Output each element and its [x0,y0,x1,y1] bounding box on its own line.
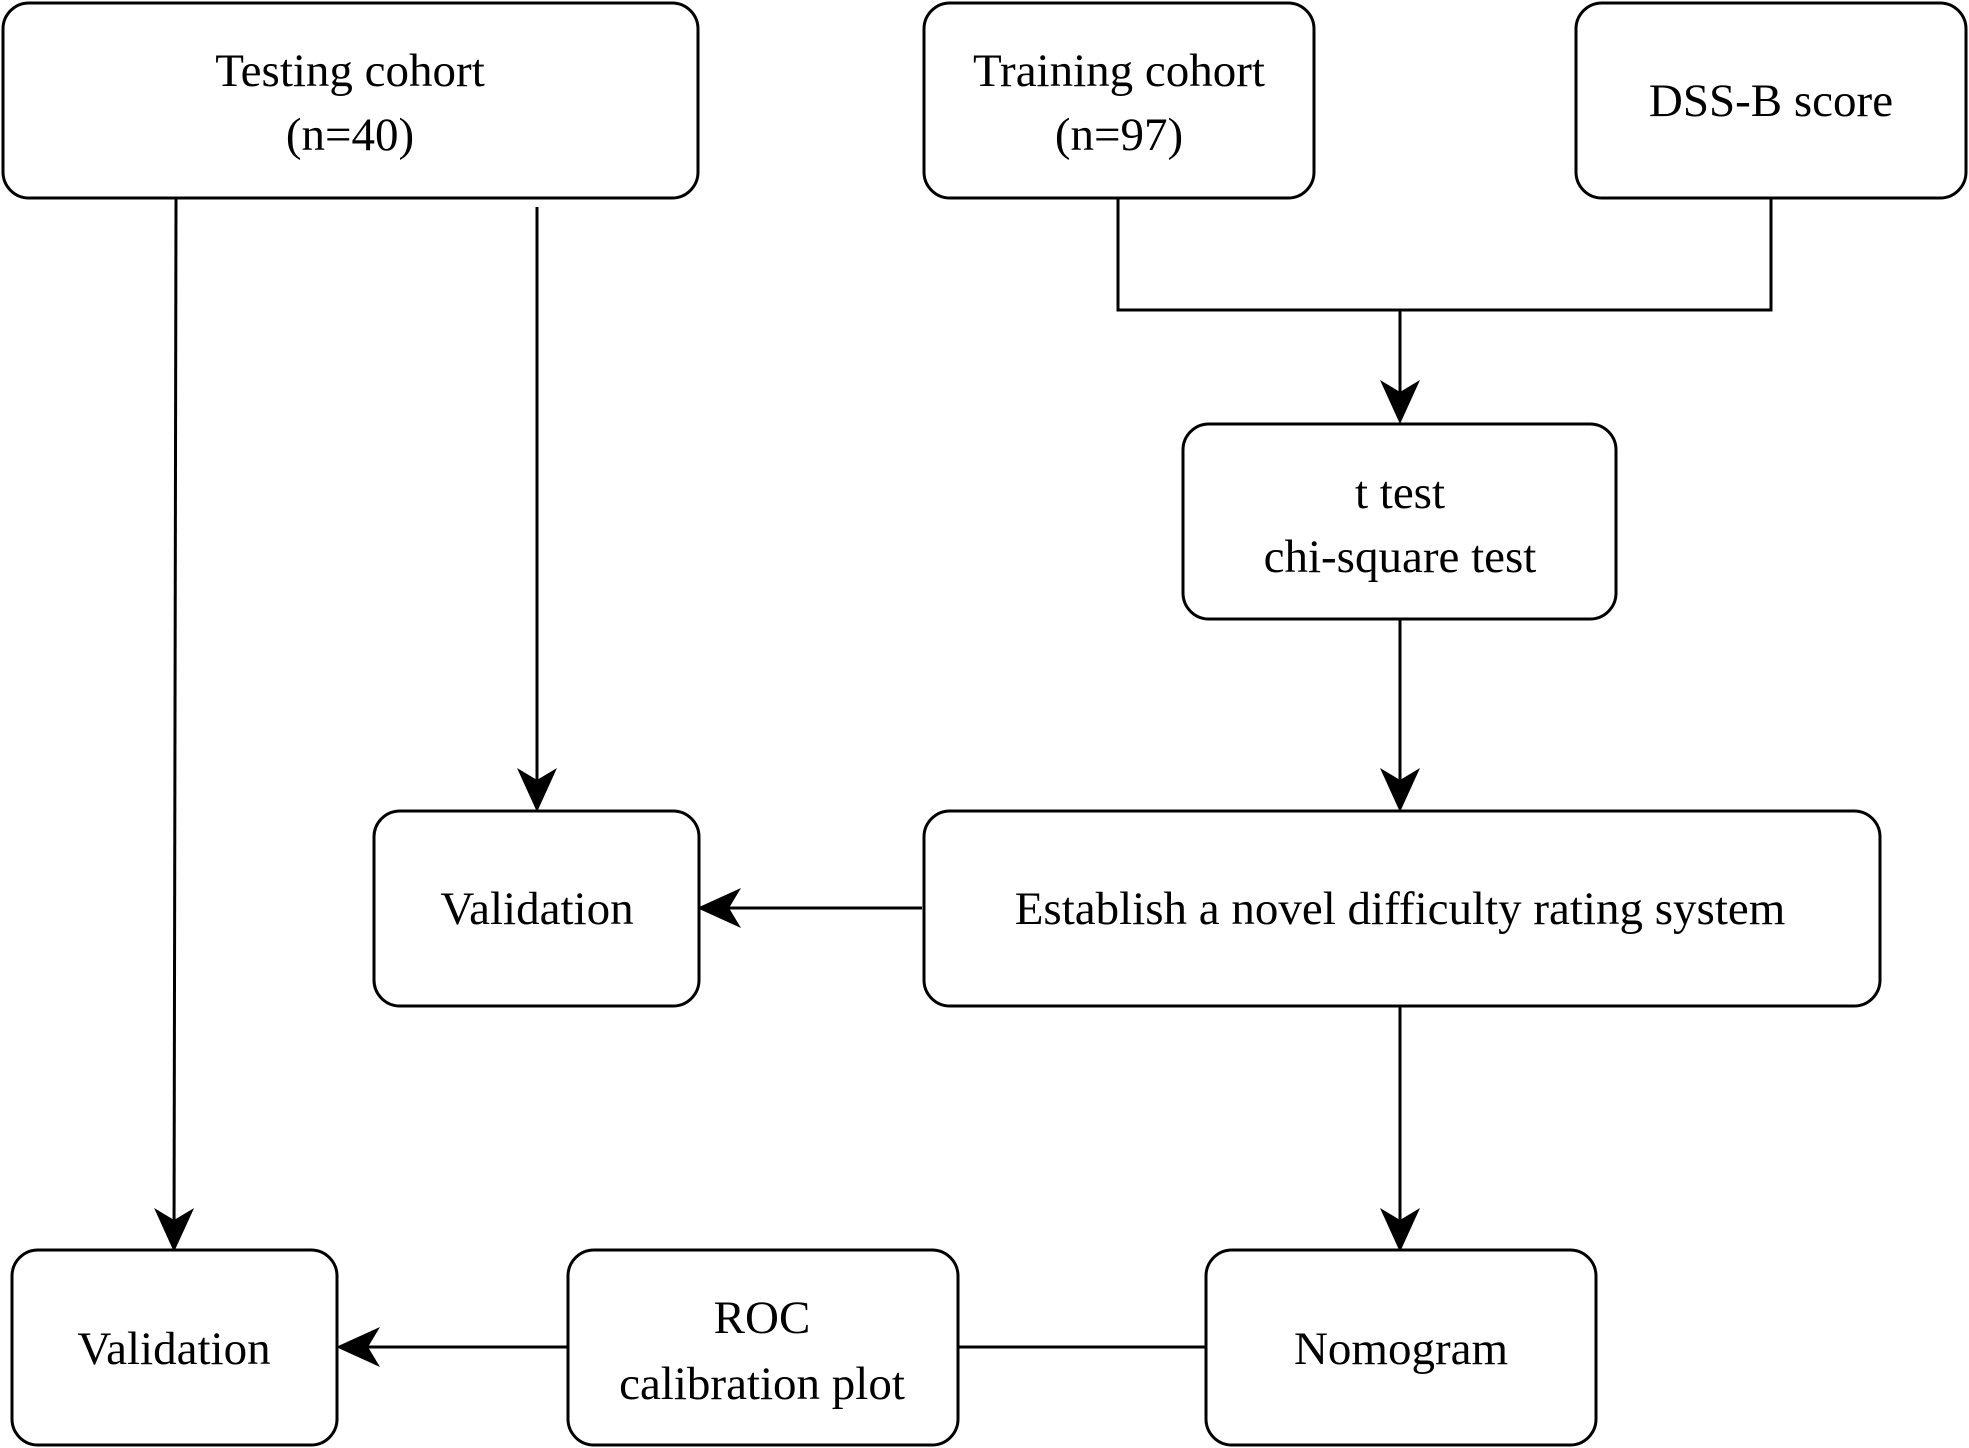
establish-label: Establish a novel difficulty rating syst… [1015,883,1786,935]
roc-line2: calibration plot [619,1358,905,1410]
node-validation-bottom: Validation [10,1248,339,1447]
validation-mid-label: Validation [440,883,633,935]
training-cohort-line1: Training cohort [973,45,1265,97]
node-nomogram: Nomogram [1204,1248,1598,1447]
node-training-cohort: Training cohort (n=97) [922,1,1316,200]
testing-cohort-line2: (n=40) [286,109,414,161]
nomogram-label: Nomogram [1294,1323,1508,1375]
node-establish-system: Establish a novel difficulty rating syst… [922,809,1882,1008]
tests-line1: t test [1355,467,1445,519]
node-roc-calibration: ROC calibration plot [566,1248,960,1447]
roc-line1: ROC [714,1292,811,1344]
node-validation-mid: Validation [372,809,701,1008]
dss-b-score-label: DSS-B score [1649,75,1893,127]
tests-line2: chi-square test [1264,531,1537,583]
node-dss-b-score: DSS-B score [1574,1,1968,200]
edge-training-to-merge [1116,198,1400,312]
edges [154,197,1773,1367]
node-statistical-tests: t test chi-square test [1181,422,1618,621]
node-testing-cohort: Testing cohort (n=40) [1,1,700,200]
validation-bottom-label: Validation [77,1323,270,1375]
testing-cohort-line1: Testing cohort [215,45,485,97]
edge-testing-to-validation-bottom [154,197,195,1252]
edge-dss-to-merge [1400,198,1773,312]
training-cohort-line2: (n=97) [1055,109,1183,161]
